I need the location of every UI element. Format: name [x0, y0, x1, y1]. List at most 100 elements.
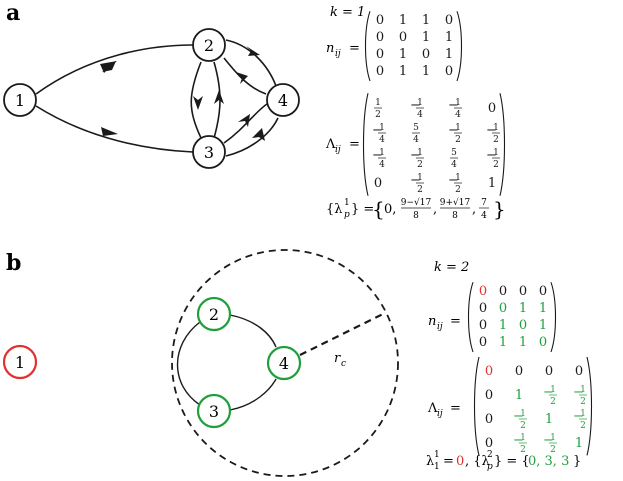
panel-b-eigen-2-sup: 2 — [487, 450, 493, 460]
node-a-1 — [3, 83, 37, 117]
matrix-cell-num: 1 — [550, 433, 556, 443]
panel-a-eigenvalues: {λ 1 p } = { 0, 9−√17 8 , 9+√17 8 , 7 4 … — [326, 197, 506, 221]
matrix-cell-num: 1 — [417, 148, 423, 158]
panel-a-eigen-open: {λ — [326, 202, 343, 217]
matrix-cell: 0 — [376, 47, 384, 62]
edge-3-4-bot — [225, 117, 279, 157]
panel-a-eigen-brace-open: { — [372, 197, 385, 221]
matrix-cell: 1 — [519, 301, 527, 316]
matrix-cell-den: 4 — [417, 110, 423, 120]
matrix-cell: 1 — [422, 30, 430, 45]
matrix-cell: 1 — [499, 318, 507, 333]
matrix-cell-num: 1 — [379, 123, 385, 133]
panel-a-lambda-sub: ij — [335, 145, 341, 155]
svg-text:} = {: } = { — [494, 454, 530, 469]
svg-text:, {λ: , {λ — [465, 454, 490, 469]
panel-a-nodes: 1 2 3 4 — [3, 28, 300, 169]
matrix-cell: 0 — [479, 301, 487, 316]
matrix-cell: 1 — [422, 13, 430, 28]
node-b-1 — [2, 344, 38, 380]
matrix-cell: 1 — [545, 412, 553, 427]
panel-b-n-symbol: n — [428, 314, 436, 329]
matrix-cell-den: 4 — [413, 135, 419, 145]
matrix-cell-num: 1 — [417, 98, 423, 108]
node-b-3 — [196, 393, 232, 429]
panel-b-edges — [176, 314, 277, 411]
panel-a-n-sub: ij — [335, 49, 341, 59]
matrix-cell: 0 — [479, 284, 487, 299]
matrix-cell-num: 1 — [550, 385, 556, 395]
matrix-cell: 1 — [399, 47, 407, 62]
matrix-cell-sign: − — [410, 173, 421, 188]
matrix-cell: 1 — [399, 13, 407, 28]
node-b-2 — [196, 296, 232, 332]
edge-b-3-4 — [229, 378, 277, 411]
node-a-4-label: 4 — [278, 91, 288, 110]
matrix-cell-num: 1 — [455, 123, 461, 133]
panel-a-edges — [35, 39, 279, 157]
matrix-cell-den: 4 — [379, 135, 385, 145]
matrix-cell: 0 — [515, 364, 523, 379]
matrix-cell-den: 2 — [520, 421, 526, 431]
matrix-cell-num: 5 — [451, 148, 457, 158]
panel-b-eigen-1-sup: 1 — [434, 450, 440, 460]
panel-b-eigenvalues: λ 1 1 = 0 , {λ 2 p } = { 0, 3, 3 } — [426, 450, 581, 472]
matrix-cell: 0 — [445, 64, 453, 79]
matrix-cell-sign: − — [513, 433, 524, 448]
panel-b-lambda-sub: ij — [437, 409, 443, 419]
matrix-cell: 0 — [485, 364, 493, 379]
matrix-cell-den: 2 — [417, 160, 423, 170]
matrix-cell: 0 — [479, 335, 487, 350]
matrix-cell-num: 1 — [455, 98, 461, 108]
matrix-cell: 0 — [422, 47, 430, 62]
matrix-cell: 0 — [539, 284, 547, 299]
matrix-cell-den: 2 — [417, 185, 423, 195]
matrix-cell-den: 2 — [580, 421, 586, 431]
matrix-cell: 0 — [499, 301, 507, 316]
svg-text:}: } — [573, 454, 581, 469]
matrix-cell-sign: − — [486, 148, 497, 163]
panel-b-lambda-symbol: Λ — [427, 401, 438, 416]
matrix-cell-num: 1 — [493, 148, 499, 158]
matrix-cell: 1 — [422, 64, 430, 79]
panel-a-label: a — [6, 0, 20, 26]
matrix-cell-sign: − — [486, 123, 497, 138]
panel-a-eigen-v2-num: 9+√17 — [440, 197, 471, 208]
panel-b-label: b — [6, 250, 21, 276]
matrix-cell: 1 — [445, 30, 453, 45]
arrow-3-2 — [214, 90, 224, 104]
panel-a-lambda-eq: = — [349, 137, 360, 152]
matrix-cell-den: 4 — [455, 110, 461, 120]
panel-a-arrowheads — [100, 46, 265, 141]
panel-b-eigen-2-sub: p — [487, 462, 493, 472]
matrix-cell: 0 — [485, 412, 493, 427]
matrix-cell: 0 — [488, 101, 496, 116]
panel-b-n-eq: = — [450, 314, 461, 329]
matrix-cell-sign: − — [410, 148, 421, 163]
matrix-cell-num: 1 — [375, 98, 381, 108]
matrix-cell-sign: − — [448, 173, 459, 188]
node-b-1-label: 1 — [15, 353, 25, 372]
panel-a-eigen-v3-num: 7 — [481, 198, 487, 208]
panel-a-eigen-sub: p — [344, 210, 350, 220]
panel-a-n-symbol: n — [326, 41, 334, 56]
panel-a-eigen-v3-den: 4 — [481, 211, 487, 221]
matrix-paren — [362, 93, 369, 196]
matrix-cell-sign: − — [573, 385, 584, 400]
edge-2-4-top — [225, 39, 277, 87]
matrix-cell: 0 — [376, 64, 384, 79]
matrix-cell: 0 — [479, 318, 487, 333]
panel-a-eigen-eq: } = — [351, 202, 374, 217]
node-b-2-label: 2 — [209, 305, 219, 324]
matrix-cell: 0 — [519, 318, 527, 333]
matrix-cell-den: 4 — [451, 160, 457, 170]
matrix-cell-sign: − — [448, 98, 459, 113]
matrix-cell-sign: − — [543, 433, 554, 448]
node-b-3-label: 3 — [209, 402, 219, 421]
panel-a-eigen-v1-num: 9−√17 — [401, 197, 432, 208]
matrix-cell-den: 2 — [550, 445, 556, 455]
panel-b-eigen-1-sub: 1 — [434, 462, 440, 472]
matrix-cell: 0 — [485, 388, 493, 403]
